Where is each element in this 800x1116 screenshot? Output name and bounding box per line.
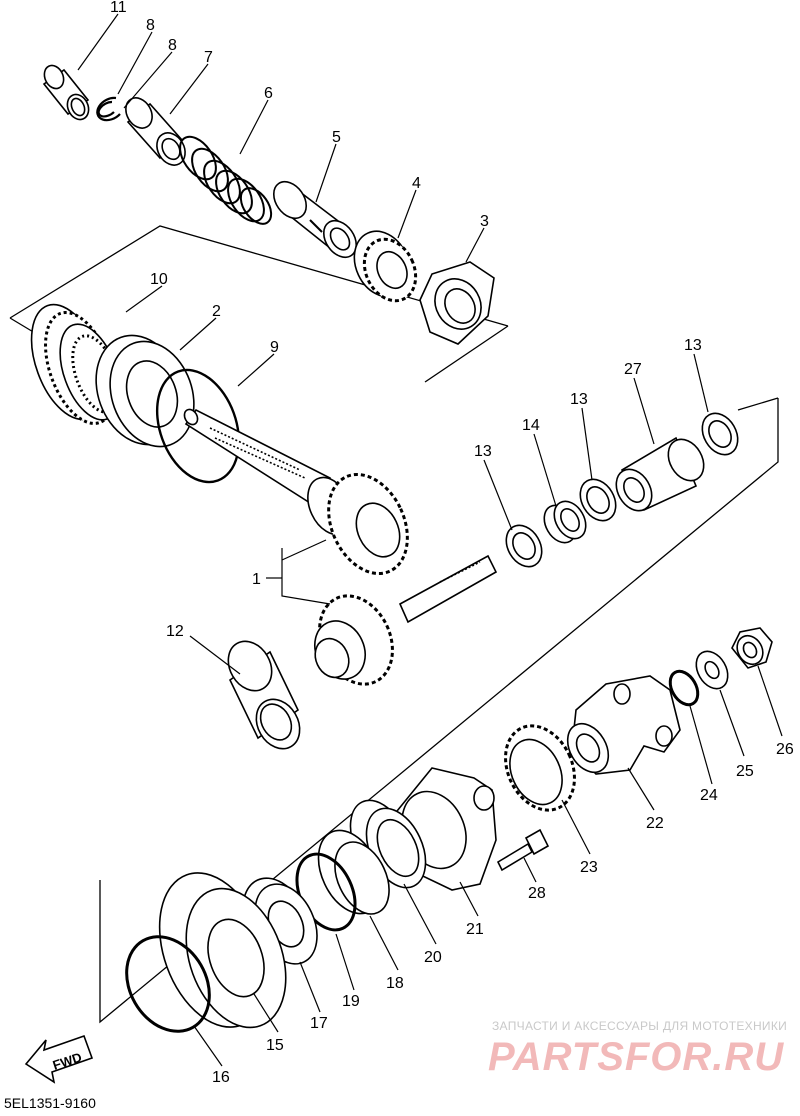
spring-6 (179, 135, 273, 225)
callout-11: 11 (110, 0, 127, 16)
callout-7: 7 (204, 49, 213, 66)
callout-1: 1 (252, 571, 261, 588)
callout-4: 4 (412, 175, 421, 192)
callout-10: 10 (150, 271, 168, 288)
circlip-9 (155, 368, 241, 484)
callout-5: 5 (332, 129, 341, 146)
housing-15 (158, 872, 287, 1029)
callout-13-low: 13 (474, 443, 492, 460)
fwd-arrow-icon (24, 1034, 94, 1084)
collar-27 (615, 436, 705, 512)
collar-18 (317, 829, 390, 915)
callout-18: 18 (386, 975, 404, 992)
callout-25: 25 (736, 763, 754, 780)
washer-13-c (701, 412, 739, 456)
callout-12: 12 (166, 623, 184, 640)
spacer-14 (543, 500, 587, 544)
callout-13-top: 13 (684, 337, 702, 354)
needle-bearing-12 (227, 640, 301, 750)
group-frame-lower (99, 397, 779, 1024)
callout-28: 28 (528, 885, 546, 902)
washer-13-a (505, 524, 543, 568)
pinion-shaft-1b (314, 554, 498, 686)
o-ring-16 (125, 935, 211, 1033)
leader-lines (77, 13, 783, 1067)
circlip-8 (96, 96, 121, 122)
nut-3 (419, 261, 495, 345)
callout-14: 14 (522, 417, 540, 434)
flange-nut-26 (731, 627, 773, 669)
watermark-tagline: ЗАПЧАСТИ И АКСЕССУАРЫ ДЛЯ МОТОТЕХНИКИ (492, 1019, 787, 1033)
washer-13-b (579, 478, 617, 522)
callout-19: 19 (342, 993, 360, 1010)
callout-22: 22 (646, 815, 664, 832)
bearing-2 (95, 334, 195, 448)
washer-25 (695, 650, 729, 690)
o-ring-24 (668, 669, 700, 707)
needle-bearing-11 (42, 64, 90, 121)
collar-7 (125, 97, 186, 166)
callout-17: 17 (310, 1015, 328, 1032)
bearing-17 (242, 877, 318, 965)
callout-9: 9 (270, 339, 279, 356)
callout-26: 26 (776, 741, 794, 758)
callout-8-b: 8 (168, 37, 177, 54)
callout-27: 27 (624, 361, 642, 378)
watermark-brand: PARTSFOR.RU (488, 1035, 784, 1079)
callout-23: 23 (580, 859, 598, 876)
yoke-22 (566, 675, 681, 775)
callout-2: 2 (212, 303, 221, 320)
callout-labels: 11 8 8 7 6 5 4 3 10 2 9 13 27 13 14 13 1… (110, 0, 794, 1086)
pinion-shaft-1 (183, 408, 409, 576)
callout-8: 8 (146, 17, 155, 34)
gear-23 (504, 724, 576, 812)
gear-4 (353, 230, 418, 303)
callout-6: 6 (264, 85, 273, 102)
fwd-arrow: FWD (24, 1034, 94, 1084)
catalog-code: 5EL1351-9160 (4, 1095, 96, 1111)
callout-13-mid: 13 (570, 391, 588, 408)
callout-20: 20 (424, 949, 442, 966)
bolt-28 (496, 828, 550, 872)
cam-sleeve-5 (272, 180, 358, 259)
callout-15: 15 (266, 1037, 284, 1054)
callout-16: 16 (212, 1069, 230, 1086)
callout-3: 3 (480, 213, 489, 230)
callout-21: 21 (466, 921, 484, 938)
callout-24: 24 (700, 787, 718, 804)
